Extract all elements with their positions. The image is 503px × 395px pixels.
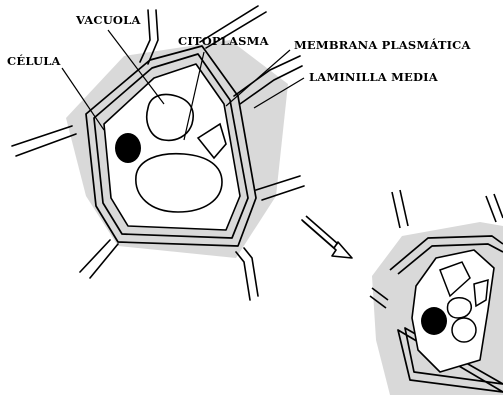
nucleus-right: [421, 307, 447, 335]
plasmolyzed-cell: [370, 190, 503, 395]
vacuole-upper: [147, 95, 193, 141]
nucleus: [115, 133, 141, 163]
label-laminilla: LAMINILLA MEDIA: [309, 70, 439, 84]
vacuole-large: [136, 154, 222, 212]
transition-arrow: [302, 216, 352, 258]
arrow-shape: [302, 220, 352, 258]
label-membrana: MEMBRANA PLASMÁTICA: [294, 38, 472, 52]
label-citoplasma: CITOPLASMA: [178, 34, 270, 48]
label-celula: CÉLULA: [7, 54, 61, 68]
label-vacuola: VACUOLA: [75, 13, 141, 27]
